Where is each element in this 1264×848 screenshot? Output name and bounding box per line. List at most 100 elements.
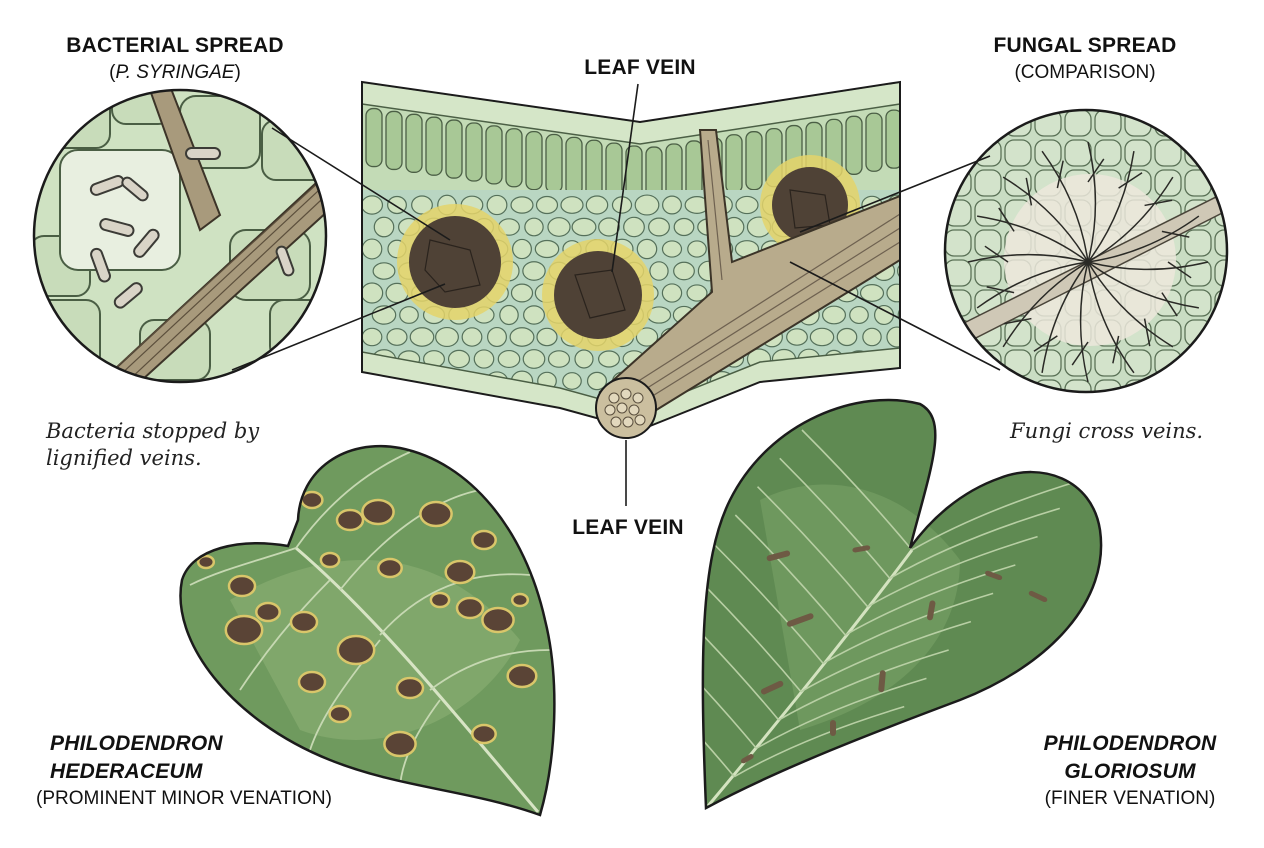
fungal-leaf-cell: [1034, 349, 1062, 377]
spongy-cell: [536, 327, 558, 347]
fungal-leaf-cell: [974, 379, 1002, 392]
leaf-streak-lesion: [927, 600, 936, 621]
spongy-cell: [386, 328, 408, 346]
hypha-branch: [1144, 199, 1173, 207]
leaf-lesion: [419, 500, 453, 528]
leaf-lesion: [481, 606, 515, 634]
palisade-cell: [745, 131, 763, 191]
hypha-branch: [1167, 261, 1192, 279]
spongy-cell: [372, 262, 396, 280]
spongy-cell: [399, 306, 419, 324]
palisade-cell: [445, 119, 463, 179]
leaf-lesion: [395, 676, 425, 700]
hypha-branch: [986, 286, 1015, 294]
spongy-cell: [435, 326, 459, 348]
fungal-leaf-cell: [974, 139, 1002, 167]
leaf-lesion: [471, 529, 497, 551]
hypha-branch: [1143, 318, 1151, 347]
leaf-lesion: [328, 704, 352, 724]
secondary-vein: [778, 649, 949, 721]
secondary-vein: [756, 677, 927, 750]
fungal-leaf-cell: [1004, 379, 1032, 392]
fungal-leaf-cell: [1214, 289, 1227, 317]
fungal-leaf-cell: [945, 379, 972, 392]
fungal-leaf-cell: [1124, 379, 1152, 392]
left-plant-description: (PROMINENT MINOR VENATION): [36, 788, 332, 809]
right-plant-name-line1: PHILODENDRON: [1043, 732, 1217, 755]
fungal-leaf-cell: [974, 110, 1002, 137]
fungal-leaf-cell: [1184, 289, 1212, 317]
bacteria-note-line1: Bacteria stopped by: [46, 419, 260, 443]
leaf-lesion: [297, 670, 327, 694]
fungal-leaf-cell: [1214, 379, 1227, 392]
hypha-branch: [1071, 341, 1089, 366]
bacterial-spread-title: BACTERIAL SPREAD: [66, 34, 284, 57]
fungal-leaf-cell: [945, 139, 972, 167]
fungal-leaf-cell: [945, 259, 972, 287]
palisade-cell: [385, 110, 403, 171]
hypha-branch: [1033, 335, 1058, 352]
leaf-lesion: [289, 610, 319, 634]
spongy-cell: [522, 261, 546, 281]
hypha-branch: [1161, 292, 1178, 317]
spongy-cell: [510, 196, 534, 214]
fungal-leaf-cell: [1214, 259, 1227, 287]
spongy-cell: [547, 217, 571, 237]
spongy-cell: [523, 305, 545, 325]
leaf-vein-label-bottom: LEAF VEIN: [572, 516, 684, 539]
fungal-leaf-cell: [1004, 319, 1032, 347]
spongy-cell: [849, 305, 869, 325]
fungal-leaf-cell: [1214, 169, 1227, 197]
leaf-lesion: [335, 508, 365, 532]
leaf-lesion: [336, 634, 376, 666]
hypha-strand: [976, 261, 1089, 309]
secondary-vein: [800, 620, 972, 693]
leaf-lesion: [255, 601, 281, 623]
spongy-cell: [574, 349, 594, 369]
fungal-leaf-cell: [1064, 110, 1092, 137]
spongy-cell: [362, 282, 384, 304]
leaf-lesion: [319, 551, 341, 569]
spongy-cell: [735, 195, 759, 215]
spongy-cell: [886, 326, 900, 348]
secondary-vein: [779, 457, 891, 579]
spongy-cell: [562, 372, 582, 390]
leaf-lesion: [455, 596, 485, 620]
fungal-leaf-cell: [974, 199, 1002, 227]
leaf-lesion: [506, 663, 538, 689]
spongy-cell: [635, 327, 659, 347]
fungal-leaf-cell: [1004, 349, 1032, 377]
leaf-lesion: [383, 730, 417, 758]
fungi-note: Fungi cross veins.: [1010, 419, 1204, 443]
palisade-cell: [865, 112, 883, 172]
palisade-cell: [465, 122, 483, 182]
spongy-cell: [461, 327, 483, 347]
fungal-leaf-cell: [1124, 139, 1152, 167]
leaf-lesion: [510, 592, 530, 608]
fungal-leaf-cell: [1004, 169, 1032, 197]
spongy-cell: [862, 327, 882, 347]
spongy-cell: [634, 194, 660, 216]
spongy-cell: [598, 217, 620, 237]
spongy-cell: [598, 350, 620, 368]
spongy-cell: [373, 216, 395, 238]
hypha-strand: [1087, 176, 1174, 263]
fungal-leaf-cell: [945, 229, 972, 257]
hypha-branch: [1112, 335, 1120, 364]
bacterial-spread-subtitle: (P. SYRINGAE): [109, 62, 241, 83]
spongy-cell: [362, 327, 383, 347]
hypha-strand: [1041, 150, 1089, 263]
fungal-leaf-cell: [1154, 319, 1182, 347]
fungal-leaf-cell: [1064, 139, 1092, 167]
hypha-branch: [1056, 160, 1064, 189]
leaf-cross-section: [361, 80, 901, 439]
fungal-leaf-cell: [1214, 139, 1227, 167]
spongy-cell: [662, 195, 682, 215]
spongy-cell: [648, 217, 670, 237]
hypha-strand: [1087, 261, 1209, 271]
bacteria-zoom-circle: [32, 88, 328, 384]
hypha-strand: [1002, 176, 1089, 263]
spongy-cell: [522, 349, 546, 369]
secondary-vein: [889, 507, 1061, 580]
leaf-streak-lesion: [786, 613, 814, 627]
